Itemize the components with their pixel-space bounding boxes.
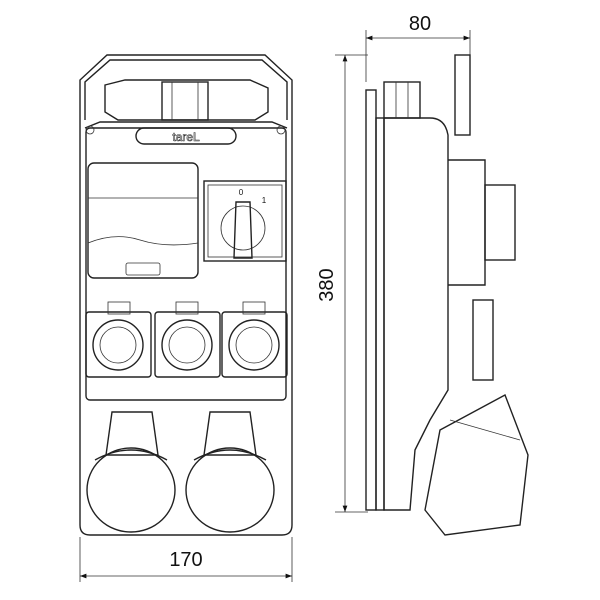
main-switch-plate [203,180,287,262]
large-socket-2 [185,411,275,533]
switch-label-off: 0 [239,188,244,197]
side-body [383,117,449,511]
enclosure-outline [79,54,293,536]
side-large-socket [424,394,529,536]
socket-3 [221,301,288,378]
side-view [365,54,529,536]
screw-icon [85,125,95,135]
mounting-plate [365,89,377,511]
rotary-switch-knob[interactable] [233,201,253,259]
side-small-socket [472,299,494,381]
height-dimension: 380 [316,54,368,513]
front-panel [85,127,287,401]
screw-icon [276,125,286,135]
front-view: tareL 0 1 [79,54,293,536]
side-switch [484,184,516,261]
cover-latch [125,262,161,276]
side-handle [454,54,471,136]
socket-2 [154,301,221,378]
depth-dimension: 80 [365,13,471,82]
large-sockets [86,411,275,533]
logo-plate [135,127,237,145]
breaker-cover [87,162,199,279]
socket-1 [85,301,152,378]
switch-label-on: 1 [262,196,267,205]
logo-text: tareL [172,130,200,144]
width-label: 170 [169,549,202,571]
small-sockets [85,301,288,378]
width-dimension: 170 [79,537,293,582]
cable-gland [161,81,209,121]
side-cable-gland [383,81,421,119]
depth-label: 80 [409,13,431,35]
handle [84,59,288,120]
large-socket-1 [86,411,176,533]
handle-grip [104,79,269,121]
height-label: 380 [316,268,338,301]
